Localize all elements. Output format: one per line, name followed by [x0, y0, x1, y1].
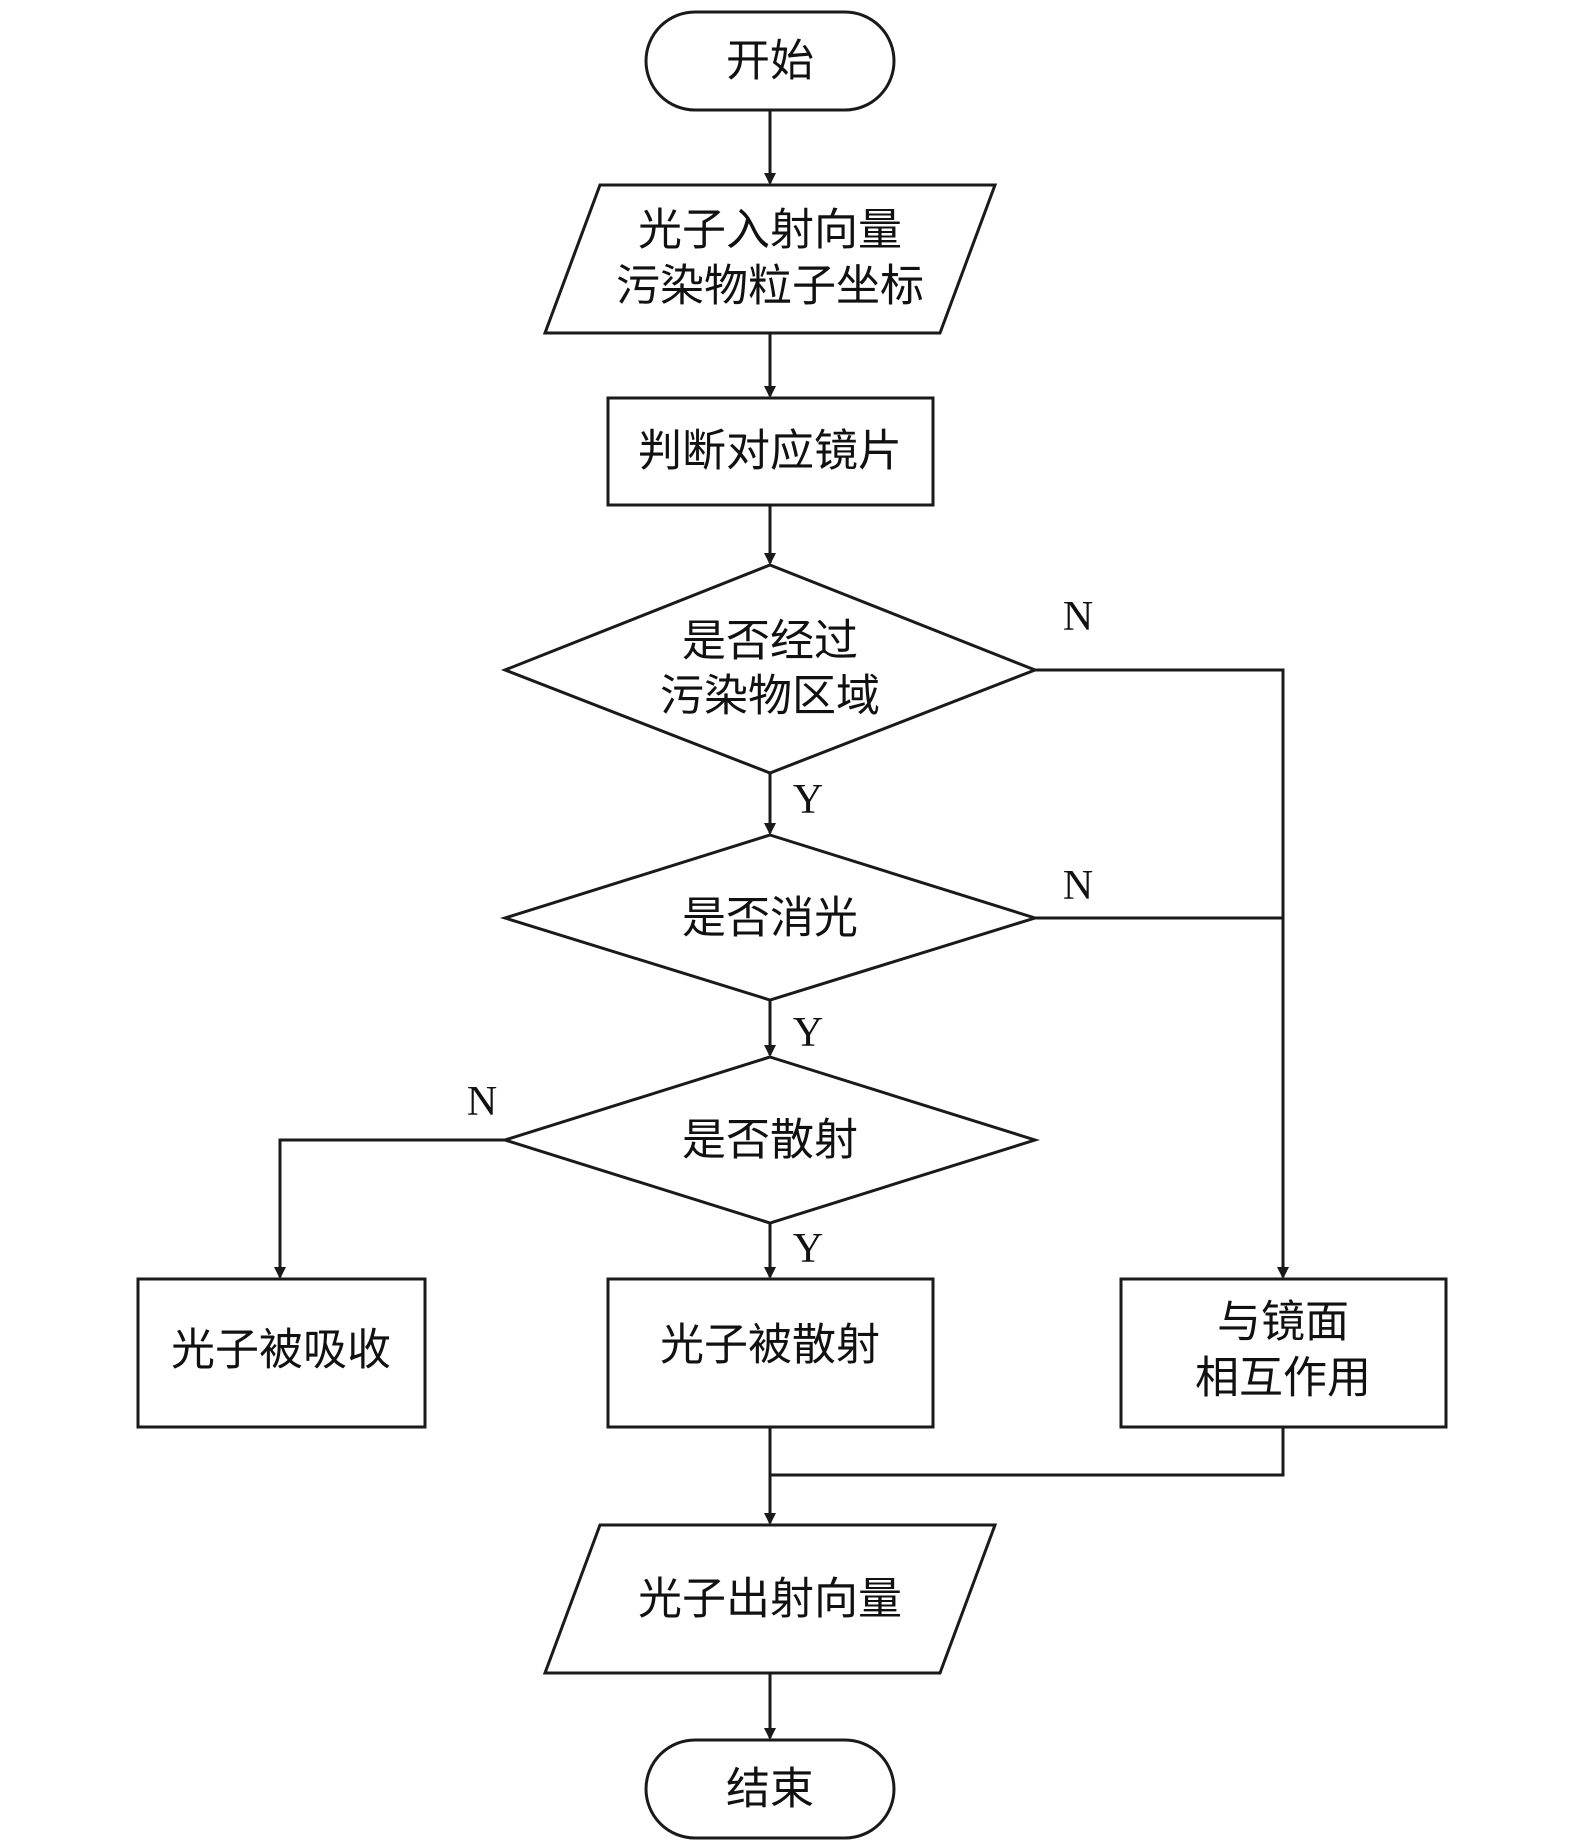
judge-mirror-label: 判断对应镜片 — [638, 426, 902, 477]
decision-extinction-diamond — [499, 833, 1041, 1002]
edge-contaminant-no — [1035, 668, 1289, 1279]
branch-label-contaminant-yes: Y — [793, 777, 823, 823]
absorbed-process — [136, 1277, 427, 1429]
input-parallelogram — [542, 183, 998, 335]
scattered-process — [606, 1277, 935, 1429]
decision-contaminant-label-line2: 污染物区域 — [660, 671, 880, 722]
edge-scatter-no — [274, 1138, 505, 1279]
absorbed-label: 光子被吸收 — [171, 1325, 391, 1376]
decision-scatter-label: 是否散射 — [682, 1115, 858, 1166]
scattered-label: 光子被散射 — [660, 1320, 880, 1371]
end-label: 结束 — [726, 1764, 814, 1815]
edge-mirror-merge — [770, 1427, 1285, 1477]
branch-label-extinction-yes: Y — [793, 1010, 823, 1056]
branch-label-contaminant-no: N — [1063, 594, 1093, 640]
branch-label-scatter-yes: Y — [793, 1226, 823, 1272]
output-label: 光子出射向量 — [638, 1574, 902, 1625]
decision-contaminant-diamond — [500, 563, 1040, 775]
judge-mirror-process — [606, 396, 935, 507]
branch-label-scatter-no: N — [467, 1079, 497, 1125]
start-label: 开始 — [726, 36, 814, 87]
mirror-interaction-process — [1119, 1277, 1448, 1429]
decision-contaminant-label-line1: 是否经过 — [682, 616, 858, 667]
input-label-line2: 污染物粒子坐标 — [616, 261, 924, 312]
branch-label-extinction-no: N — [1063, 863, 1093, 909]
decision-scatter-diamond — [499, 1055, 1041, 1225]
mirror-interaction-label-line1: 与镜面 — [1217, 1297, 1349, 1348]
decision-extinction-label: 是否消光 — [682, 893, 858, 944]
end-terminal — [644, 1738, 896, 1840]
start-terminal — [644, 10, 896, 112]
mirror-interaction-label-line2: 相互作用 — [1195, 1353, 1371, 1404]
input-label-line1: 光子入射向量 — [638, 205, 902, 256]
output-parallelogram — [542, 1523, 998, 1675]
